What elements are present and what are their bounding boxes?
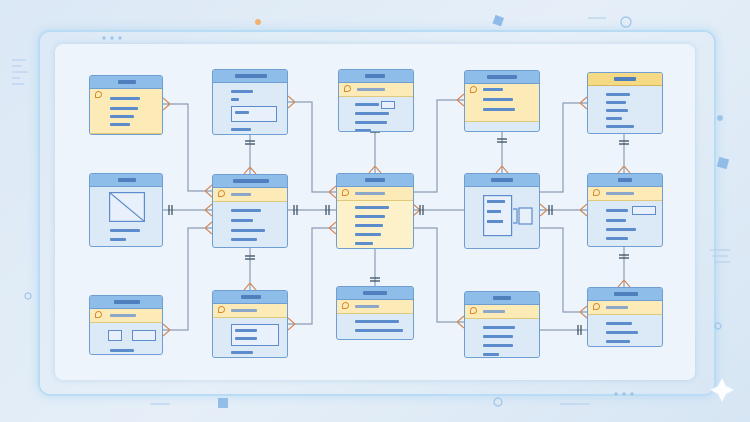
entity-table — [212, 290, 288, 358]
entity-table — [89, 173, 163, 247]
key-icon — [593, 189, 600, 196]
table-header — [588, 73, 662, 86]
table-header — [588, 288, 662, 301]
table-header — [90, 174, 162, 187]
entity-table — [338, 69, 414, 132]
entity-table — [464, 70, 540, 132]
key-icon — [95, 311, 102, 318]
table-header — [90, 76, 162, 89]
table-header — [90, 296, 162, 309]
key-icon — [218, 190, 225, 197]
primary-key-row — [339, 83, 413, 97]
outer-glow-frame — [38, 30, 716, 396]
table-header — [337, 287, 413, 300]
primary-key-row — [465, 305, 539, 319]
entity-table — [89, 295, 163, 355]
key-icon — [470, 86, 477, 93]
table-header — [465, 174, 539, 187]
primary-key-row — [90, 89, 162, 134]
key-icon — [218, 306, 225, 313]
entity-table — [212, 69, 288, 135]
nested-list-icon — [483, 195, 533, 237]
table-header — [213, 291, 287, 304]
entity-table — [89, 75, 163, 135]
table-header — [339, 70, 413, 83]
primary-key-row — [213, 188, 287, 202]
primary-key-row — [465, 84, 539, 122]
table-header — [465, 292, 539, 305]
entity-table — [212, 174, 288, 248]
key-icon — [342, 189, 349, 196]
entity-table — [587, 173, 663, 247]
primary-key-row — [588, 187, 662, 201]
image-placeholder-icon — [109, 192, 145, 222]
table-header — [465, 71, 539, 84]
key-icon — [95, 91, 102, 98]
table-header — [213, 175, 287, 188]
entity-table — [587, 72, 663, 134]
key-icon — [344, 85, 351, 92]
primary-key-row — [337, 300, 413, 314]
table-header — [213, 70, 287, 83]
key-icon — [593, 303, 600, 310]
primary-key-row — [588, 301, 662, 315]
key-icon — [470, 307, 477, 314]
key-icon — [342, 302, 349, 309]
primary-key-row — [337, 187, 413, 201]
primary-key-row — [213, 304, 287, 318]
entity-table — [464, 173, 540, 249]
table-header — [337, 174, 413, 187]
central-entity-table — [336, 173, 414, 249]
primary-key-row — [90, 309, 162, 323]
entity-table — [336, 286, 414, 340]
table-header — [588, 174, 662, 187]
entity-table — [464, 291, 540, 358]
entity-table — [587, 287, 663, 347]
